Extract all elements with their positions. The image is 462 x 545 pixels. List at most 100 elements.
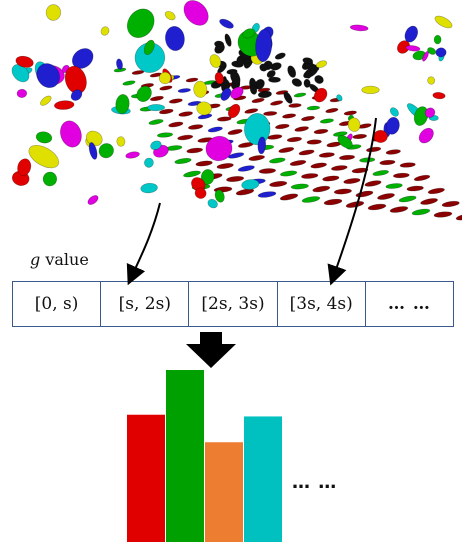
tensor-glyph [441,200,460,208]
tensor-glyph [420,198,438,205]
tensor-glyph [125,151,140,159]
tensor-glyph [122,80,136,86]
tensor-glyph [178,111,193,117]
tensor-glyph [248,155,265,161]
tensor-glyph [266,70,276,78]
tensor-glyph [306,105,320,111]
tensor-glyph [322,175,340,182]
tensor-glyph [267,134,283,140]
tensor-glyph [71,48,94,69]
tensor-glyph [251,97,265,104]
tensor-glyph [435,47,447,58]
tensor-glyph [148,119,164,125]
tensor-glyph [411,208,431,216]
tensor-glyph [268,76,281,83]
tensor-glyph [418,127,434,144]
tensor-glyph [301,196,321,203]
tensor-glyph [42,171,58,187]
tensor-glyph [195,160,213,167]
tensor-glyph [389,107,399,117]
tensor-glyph [315,60,328,68]
histogram-bar-2 [205,442,243,542]
tensor-glyph [283,91,293,104]
tensor-glyph [413,174,431,182]
tensor-glyph [217,116,232,122]
tensor-glyph [349,24,369,32]
tensor-glyph [214,43,225,54]
tensor-glyph [230,70,241,86]
tensor-glyph [147,104,165,112]
tensor-glyph [427,47,437,55]
tensor-glyph [325,107,339,114]
tensor-glyph [278,147,295,153]
tensor-glyph [209,54,222,68]
tensor-glyph [434,15,453,29]
tensor-glyph [158,71,172,85]
tensor-glyph [288,103,302,108]
tensor-glyph [343,178,361,184]
tensor-glyph [207,126,223,133]
tensor-glyph [164,10,176,21]
histogram-bar-3 [244,416,282,542]
histogram-bar-0 [127,414,165,542]
tensor-glyph [289,160,307,166]
tensor-glyph [269,157,286,164]
tensor-glyph [183,170,201,178]
tensor-glyph [88,142,98,160]
tensor-glyph [432,92,446,100]
g-variable: g [30,250,41,269]
tensor-glyph [336,94,343,102]
tensor-glyph [249,84,258,95]
tensor-glyph [188,124,204,130]
tensor-glyph [214,72,224,85]
tensor-glyph [150,140,162,151]
tensor-glyph [413,106,429,126]
bin-row: [0, s) [s, 2s) [2s, 3s) [3s, 4s) … … [12,281,454,327]
tensor-glyph [385,116,400,135]
tensor-glyph [455,213,462,221]
tensor-glyph [134,42,166,73]
tensor-glyph [131,70,145,75]
tensor-glyph [302,57,313,65]
tensor-glyph [355,190,374,198]
tensor-glyph [219,18,234,29]
tensor-glyph [333,188,352,195]
tensor-glyph [226,176,245,182]
tensor-glyph [427,76,436,85]
tensor-glyph [313,87,328,103]
tensor-glyph [323,198,343,206]
tensor-glyph [168,121,184,128]
bin-more: … … [387,294,431,314]
tensor-glyph [177,134,194,141]
tensor-glyph [11,64,30,83]
tensor-glyph [241,179,260,190]
tensor-glyph [193,80,208,98]
tensor-glyph [303,78,311,88]
tensor-glyph [319,118,334,124]
tensor-glyph [291,78,303,87]
tensor-glyph [361,85,380,95]
tensor-glyph [115,94,130,114]
tensor-glyph [427,187,445,195]
tensor-glyph [230,86,244,99]
tensor-glyph [87,195,99,205]
tensor-glyph [214,189,225,203]
histogram-more: … … [292,472,338,493]
tensor-glyph [405,45,421,52]
tensor-glyph [290,183,309,190]
tensor-glyph [140,182,158,194]
tensor-glyph [126,8,155,38]
tensor-glyph [70,89,83,101]
tensor-glyph [185,77,199,83]
tensor-glyph [314,75,324,84]
tensor-glyph [280,170,298,177]
tensor-glyph [194,187,207,199]
tensor-glyph [367,203,387,211]
tensor-glyph [352,133,367,140]
down-arrow-icon [186,332,236,368]
tensor-glyph [385,183,403,189]
tensor-glyph [313,128,329,135]
tensor-glyph [242,28,256,39]
tensor-glyph [312,185,331,193]
tensor-glyph [389,206,409,213]
